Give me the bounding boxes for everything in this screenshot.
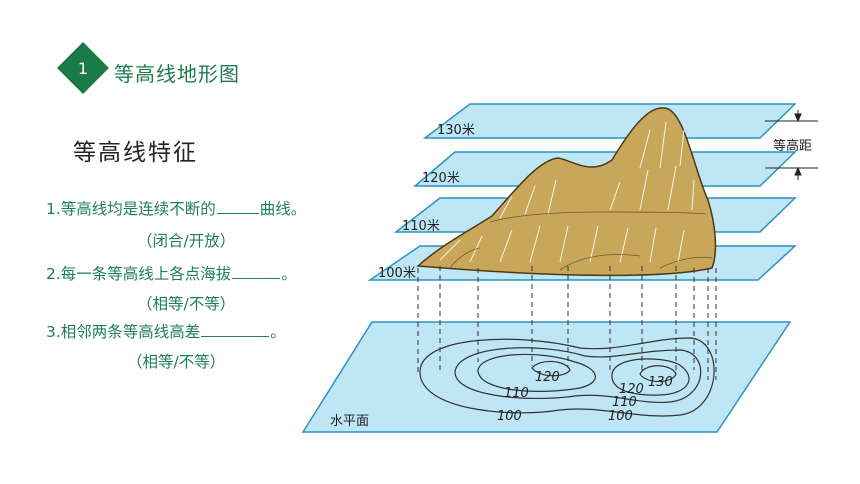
question-2-prefix: 2.每一条等高线上各点海拔: [46, 265, 232, 283]
question-2-options: （相等/不等）: [137, 295, 236, 313]
question-1-suffix: 曲线。: [259, 200, 307, 218]
contour-120a: [477, 353, 596, 392]
base-plane-label: 水平面: [330, 414, 369, 429]
contour-label-100a: 100: [497, 409, 522, 424]
contour-label-110a: 110: [504, 386, 529, 401]
contour-interval-label: 等高距: [773, 138, 812, 154]
contour-label-110b: 110: [612, 395, 637, 410]
question-1: 1.等高线均是连续不断的 曲线。: [46, 197, 306, 219]
plane-label-110: 110米: [402, 219, 440, 234]
contour-130-left: [531, 360, 571, 377]
answer-blank-2: [232, 264, 281, 279]
contour-lines: [419, 337, 715, 417]
plane-label-130: 130米: [437, 123, 475, 138]
contour-label-100b: 100: [608, 409, 633, 424]
question-3: 3.相邻两条等高线高差 。: [46, 320, 286, 342]
contour-130-right: [639, 365, 677, 383]
question-1-options: （闭合/开放）: [137, 232, 236, 250]
answer-blank-1: [216, 199, 259, 214]
answer-blank-3: [201, 322, 270, 337]
section-number: 1: [77, 58, 89, 78]
projection-lines: [417, 266, 717, 380]
contour-label-130: 130: [648, 375, 673, 390]
question-3-suffix: 。: [270, 323, 286, 341]
page-heading: 等高线特征: [73, 140, 198, 166]
plane-130: [422, 103, 797, 139]
question-3-options: （相等/不等）: [127, 353, 226, 371]
contour-100: [419, 337, 715, 417]
question-2-suffix: 。: [281, 265, 297, 283]
contour-label-120a: 120: [535, 370, 560, 385]
mountain-illustration: [416, 107, 717, 277]
contour-label-120b: 120: [619, 382, 644, 397]
question-1-prefix: 1.等高线均是连续不断的: [46, 200, 216, 218]
section-title: 等高线地形图: [114, 62, 240, 86]
diamond-icon: [57, 42, 109, 94]
contour-110: [454, 347, 702, 404]
plane-label-100: 100米: [378, 266, 416, 281]
question-3-prefix: 3.相邻两条等高线高差: [46, 323, 201, 341]
section-badge: 1: [57, 42, 109, 94]
base-plane: [301, 321, 792, 433]
question-2: 2.每一条等高线上各点海拔 。: [46, 262, 297, 284]
contour-interval-marker: [765, 110, 818, 180]
plane-label-120: 120米: [422, 171, 460, 186]
contour-120b: [611, 358, 690, 396]
contour-diagram: 水平面 130米 120米 110米 100米: [301, 103, 818, 433]
